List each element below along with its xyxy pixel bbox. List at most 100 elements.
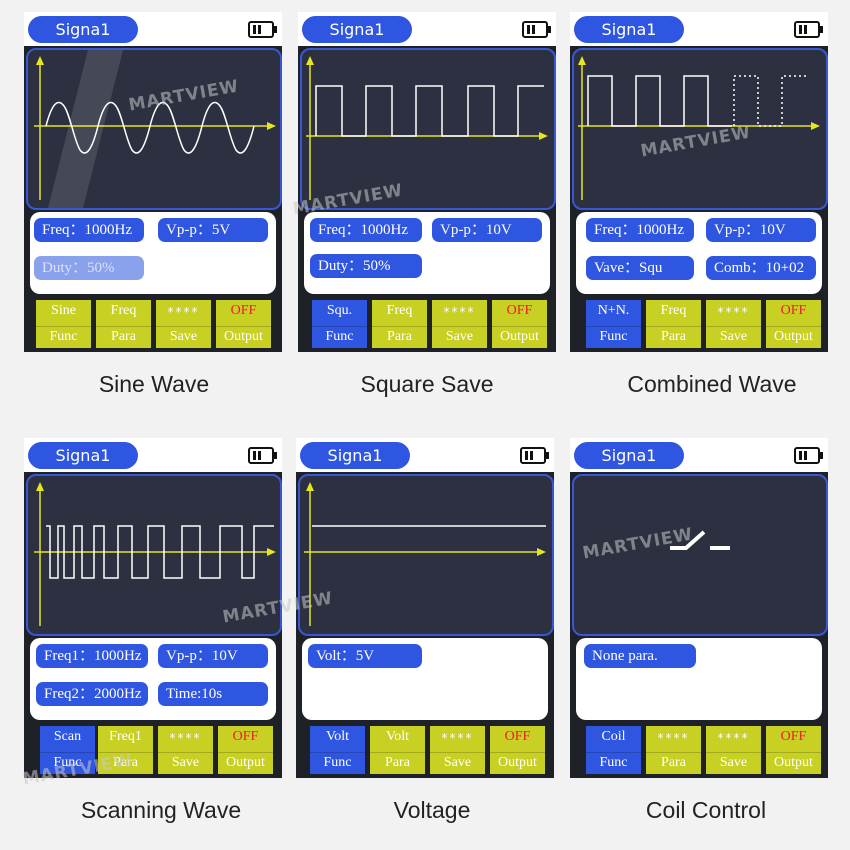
func-button[interactable]: Squ.Func (312, 300, 367, 348)
param-area: Freq：1000Hz Vp-p：10V Duty：50% (304, 212, 550, 294)
title-bar: Signa1 (24, 12, 282, 46)
x-axis-arrow-icon (267, 122, 276, 130)
signal-title[interactable]: Signa1 (574, 16, 684, 43)
battery-icon (522, 21, 551, 38)
output-label: Output (766, 326, 821, 345)
panel-scanning-wave: Signa1 Freq1：1000Hz Vp-p：10V Freq2：2000H… (24, 438, 282, 778)
none-param[interactable]: None para. (584, 644, 696, 668)
para-value: Volt (385, 729, 410, 744)
save-label: Save (432, 326, 487, 345)
waveform-screen (26, 48, 282, 210)
save-button[interactable]: ****Save (706, 726, 761, 774)
save-label: Save (706, 752, 761, 771)
output-button[interactable]: OFF Output (216, 300, 271, 348)
signal-title[interactable]: Signa1 (28, 442, 138, 469)
para-label: Para (646, 752, 701, 771)
param-area: Volt：5V (302, 638, 548, 720)
output-label: Output (216, 326, 271, 345)
signal-title[interactable]: Signa1 (28, 16, 138, 43)
func-label: Func (36, 326, 91, 345)
title-bar: Signa1 (298, 12, 556, 46)
save-button[interactable]: ****Save (158, 726, 213, 774)
freq2-param[interactable]: Freq2：2000Hz (36, 682, 148, 706)
para-label: Para (98, 752, 153, 771)
wave-param[interactable]: Vave：Squ (586, 256, 694, 280)
waveform-plot (34, 482, 276, 626)
output-value: OFF (230, 303, 257, 318)
freq-param[interactable]: Freq：1000Hz (34, 218, 144, 242)
output-value: OFF (232, 729, 259, 744)
save-button[interactable]: **** Save (432, 300, 487, 348)
waveform-plot (306, 56, 548, 200)
waveform-plot (34, 50, 276, 208)
vpp-param[interactable]: Vp-p：10V (706, 218, 816, 242)
signal-title[interactable]: Signa1 (574, 442, 684, 469)
x-axis-arrow-icon (537, 548, 546, 556)
output-value: OFF (780, 729, 807, 744)
signal-title[interactable]: Signa1 (302, 16, 412, 43)
func-value: Squ. (326, 303, 353, 318)
vpp-param[interactable]: Vp-p：10V (432, 218, 542, 242)
save-value: **** (443, 305, 476, 319)
time-param[interactable]: Time:10s (158, 682, 268, 706)
duty-param[interactable]: Duty：50% (310, 254, 422, 278)
save-button[interactable]: ****Save (430, 726, 485, 774)
freq-param[interactable]: Freq：1000Hz (310, 218, 422, 242)
param-area: Freq1：1000Hz Vp-p：10V Freq2：2000Hz Time:… (30, 638, 276, 720)
battery-icon (248, 21, 277, 38)
output-label: Output (492, 326, 547, 345)
vpp-param[interactable]: Vp-p：10V (158, 644, 268, 668)
panel-square-save: Signa1 Freq：1000Hz Vp-p：10V Duty：50% Squ… (298, 12, 556, 352)
freq1-param[interactable]: Freq1：1000Hz (36, 644, 148, 668)
y-axis-arrow-icon (578, 56, 586, 65)
save-value: **** (441, 731, 474, 745)
volt-param[interactable]: Volt：5V (308, 644, 422, 668)
comb-param[interactable]: Comb：10+02 (706, 256, 816, 280)
caption-coil: Coil Control (645, 797, 767, 823)
freq-param[interactable]: Freq：1000Hz (586, 218, 694, 242)
square-trace (315, 85, 544, 137)
y-axis-arrow-icon (36, 56, 44, 65)
func-value: Volt (325, 729, 350, 744)
para-button[interactable]: ****Para (646, 726, 701, 774)
duty-param[interactable]: Duty：50% (34, 256, 144, 280)
signal-title[interactable]: Signa1 (300, 442, 410, 469)
caption-voltage: Voltage (393, 797, 471, 823)
save-button[interactable]: ****Save (706, 300, 761, 348)
save-value: **** (169, 731, 202, 745)
func-value: Sine (51, 303, 76, 318)
save-button[interactable]: ****Save (156, 300, 211, 348)
func-value: Scan (53, 729, 82, 744)
sine-trace (45, 101, 255, 154)
waveform-screen (300, 48, 556, 210)
caption-combined: Combined Wave (627, 371, 797, 397)
func-value: N+N. (597, 303, 630, 318)
y-axis-arrow-icon (306, 56, 314, 65)
waveform-screen (572, 48, 828, 210)
func-button[interactable]: N+N.Func (586, 300, 641, 348)
para-label: Para (370, 752, 425, 771)
y-axis-arrow-icon (36, 482, 44, 491)
open-switch-icon (670, 530, 730, 550)
title-bar: Signa1 (296, 438, 554, 472)
vpp-param[interactable]: Vp-p：5V (158, 218, 268, 242)
